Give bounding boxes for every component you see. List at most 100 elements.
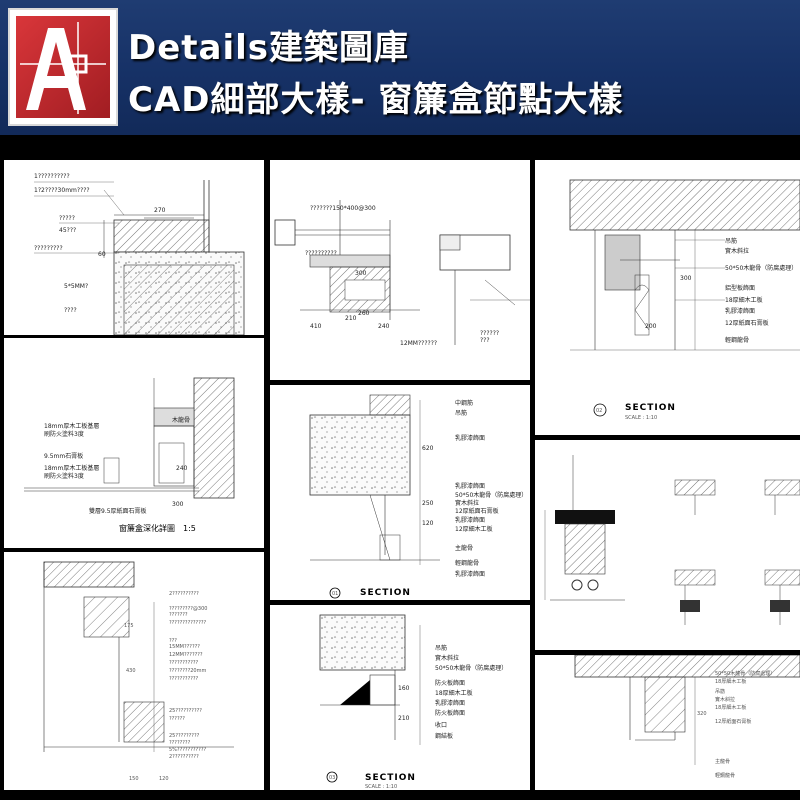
detail-panel-3: 吊筋 實木斜拉 50*50木龍骨（防腐處理） 鋁型板飾面 18厚細木工板 乳膠漆… — [535, 160, 800, 435]
annotation-4: 9.5mm石膏板 — [44, 452, 83, 460]
annotation-5: 18厚細木工板 — [725, 296, 763, 304]
annotation-2: 實木斜拉 — [435, 654, 459, 662]
annotation-5: 18厚細木工板 — [715, 704, 746, 711]
annotation-6: 5*5MM? — [64, 283, 88, 290]
dimension-4: 260 — [358, 310, 370, 317]
annotation-2: 1?2????30mm???? — [34, 187, 90, 194]
annotation-2: 實木斜拉 — [725, 247, 749, 255]
annotation-13: 25????????? — [169, 733, 200, 739]
annotation-1: 2?????????? — [169, 591, 199, 597]
annotation-11: 25?????????? — [169, 708, 202, 714]
annotation-3: ??????? — [169, 612, 188, 618]
annotation-9: ????????20mm — [169, 668, 206, 674]
dimension-1: 620 — [422, 445, 434, 452]
detail-panel-7: 吊筋 實木斜拉 50*50木龍骨（防腐處理） 防火板飾面 18厚細木工板 乳膠漆… — [270, 605, 530, 790]
annotation-2: ?????????@300 — [169, 606, 207, 612]
dimension-5: 240 — [378, 323, 390, 330]
annotation-3: ????? — [59, 215, 75, 222]
annotation-5: 18厚細木工板 — [435, 689, 473, 697]
annotation-4: 鋁型板飾面 — [725, 284, 755, 292]
dimension-2: 200 — [645, 323, 657, 330]
dimension-3: 120 — [159, 776, 169, 782]
annotation-2: 吊筋 — [455, 409, 467, 417]
dimension-4: 175 — [124, 623, 134, 629]
annotation-3: 吊筋 — [715, 688, 725, 695]
annotation-6: 實木斜拉 — [455, 499, 479, 507]
annotation-9: 鋼結板 — [435, 732, 453, 740]
detail-panel-6: 2?????????? ?????????@300 ??????? ??????… — [4, 552, 264, 790]
logo-a-icon — [20, 22, 106, 114]
annotation-8: ??????????? — [169, 660, 199, 666]
detail-panel-9: 50*50木龍骨（防腐處理） 18厚細木工板 吊筋 實木斜拉 18厚細木工板 1… — [535, 655, 800, 790]
section-marker: 03 — [329, 775, 335, 781]
annotation-7: ???? — [64, 307, 77, 314]
annotation-2: ?????????? — [305, 250, 337, 257]
annotation-5: 12MM?????? — [400, 340, 437, 347]
divider — [0, 135, 800, 157]
annotation-2: 18mm厚木工板基層 — [44, 422, 99, 430]
annotation-10: 主龍骨 — [455, 544, 473, 552]
dimension-1: 160 — [398, 685, 410, 692]
detail-panel-5: 中鋼筋 吊筋 乳膠漆飾面 乳膠漆飾面 50*50木龍骨（防腐處理） 實木斜拉 1… — [270, 385, 530, 600]
dimension-2: 300 — [172, 501, 184, 508]
annotation-3: 50*50木龍骨（防腐處理） — [435, 664, 507, 672]
annotation-4: 防火板飾面 — [435, 679, 465, 687]
annotation-3: 50*50木龍骨（防腐處理） — [725, 264, 797, 272]
header-banner: Details建築圖庫 CAD細部大樣- 窗簾盒節點大樣 — [0, 0, 800, 135]
annotation-1: 中鋼筋 — [455, 399, 473, 407]
annotation-5: ??? — [169, 638, 177, 644]
annotation-5: ????????? — [34, 245, 63, 252]
drawing-caption: 窗簾盒深化詳圖 1:5 — [119, 523, 196, 533]
annotation-7: 12厚紙面石膏板 — [725, 319, 769, 327]
dimension-1: 300 — [355, 270, 367, 277]
annotation-7: 防火板飾面 — [435, 709, 465, 717]
annotation-14: ???????? — [169, 740, 191, 746]
annotation-6: 12厚紙面石膏板 — [715, 718, 751, 725]
annotation-2: 18厚細木工板 — [715, 678, 746, 685]
annotation-3: 刷防火塗料3度 — [44, 430, 84, 438]
annotation-3: 乳膠漆飾面 — [455, 434, 485, 442]
detail-panel-1: 1?????????? 1?2????30mm???? ????? 45??? … — [4, 160, 264, 335]
annotation-6: 15MM?????? — [169, 644, 200, 650]
annotation-10: ??????????? — [169, 676, 199, 682]
annotation-4: ??? — [480, 337, 490, 344]
annotation-12: 乳膠漆飾面 — [455, 570, 485, 578]
annotation-3: ?????? — [480, 330, 499, 337]
dimension-2: 120 — [422, 520, 434, 527]
annotation-1: 50*50木龍骨（防腐處理） — [715, 670, 775, 677]
annotation-15: 5%??????????? — [169, 747, 206, 753]
logo-background — [16, 16, 110, 118]
dimension-1: 430 — [126, 668, 136, 674]
detail-panel-4: 木龍骨 18mm厚木工板基層 刷防火塗料3度 9.5mm石膏板 18mm厚木工板… — [4, 338, 264, 548]
annotation-8: 乳膠漆飾面 — [455, 516, 485, 524]
annotation-1: 吊筋 — [435, 644, 447, 652]
annotation-4: 實木斜拉 — [715, 696, 735, 703]
annotation-6: 乳膠漆飾面 — [725, 307, 755, 315]
section-title: SECTION — [360, 588, 411, 598]
annotation-8: 收口 — [435, 721, 447, 729]
page-subtitle: CAD細部大樣- 窗簾盒節點大樣 — [128, 80, 624, 120]
annotation-4: 45??? — [59, 227, 76, 234]
annotation-8: 輕鋼龍骨 — [725, 336, 749, 344]
annotation-7: 12厚紙面石膏板 — [455, 507, 499, 515]
section-title: SECTION — [365, 773, 416, 783]
annotation-11: 輕鋼龍骨 — [455, 559, 479, 567]
annotation-7: 12MM??????? — [169, 652, 203, 658]
annotation-9: 12厚細木工板 — [455, 525, 493, 533]
section-marker: 01 — [332, 591, 338, 597]
annotation-1: 木龍骨 — [172, 416, 190, 424]
dimension-3: 250 — [422, 500, 434, 507]
dimension-2: 150 — [129, 776, 139, 782]
autocad-logo — [8, 8, 118, 126]
annotation-5: 18mm厚木工板基層 — [44, 464, 99, 472]
section-scale: SCALE : 1:10 — [625, 415, 657, 421]
section-marker: 02 — [596, 408, 602, 414]
detail-panel-8 — [535, 440, 800, 650]
annotation-6: 乳膠漆飾面 — [435, 699, 465, 707]
annotation-7: 主龍骨 — [715, 758, 730, 765]
section-title: SECTION — [625, 403, 676, 413]
annotation-6: 刷防火塗料3度 — [44, 472, 84, 480]
annotation-4: 乳膠漆飾面 — [455, 482, 485, 490]
dimension-3: 210 — [345, 315, 357, 322]
detail-panel-2: ???????150*400@300 ?????????? ?????? ???… — [270, 160, 530, 380]
